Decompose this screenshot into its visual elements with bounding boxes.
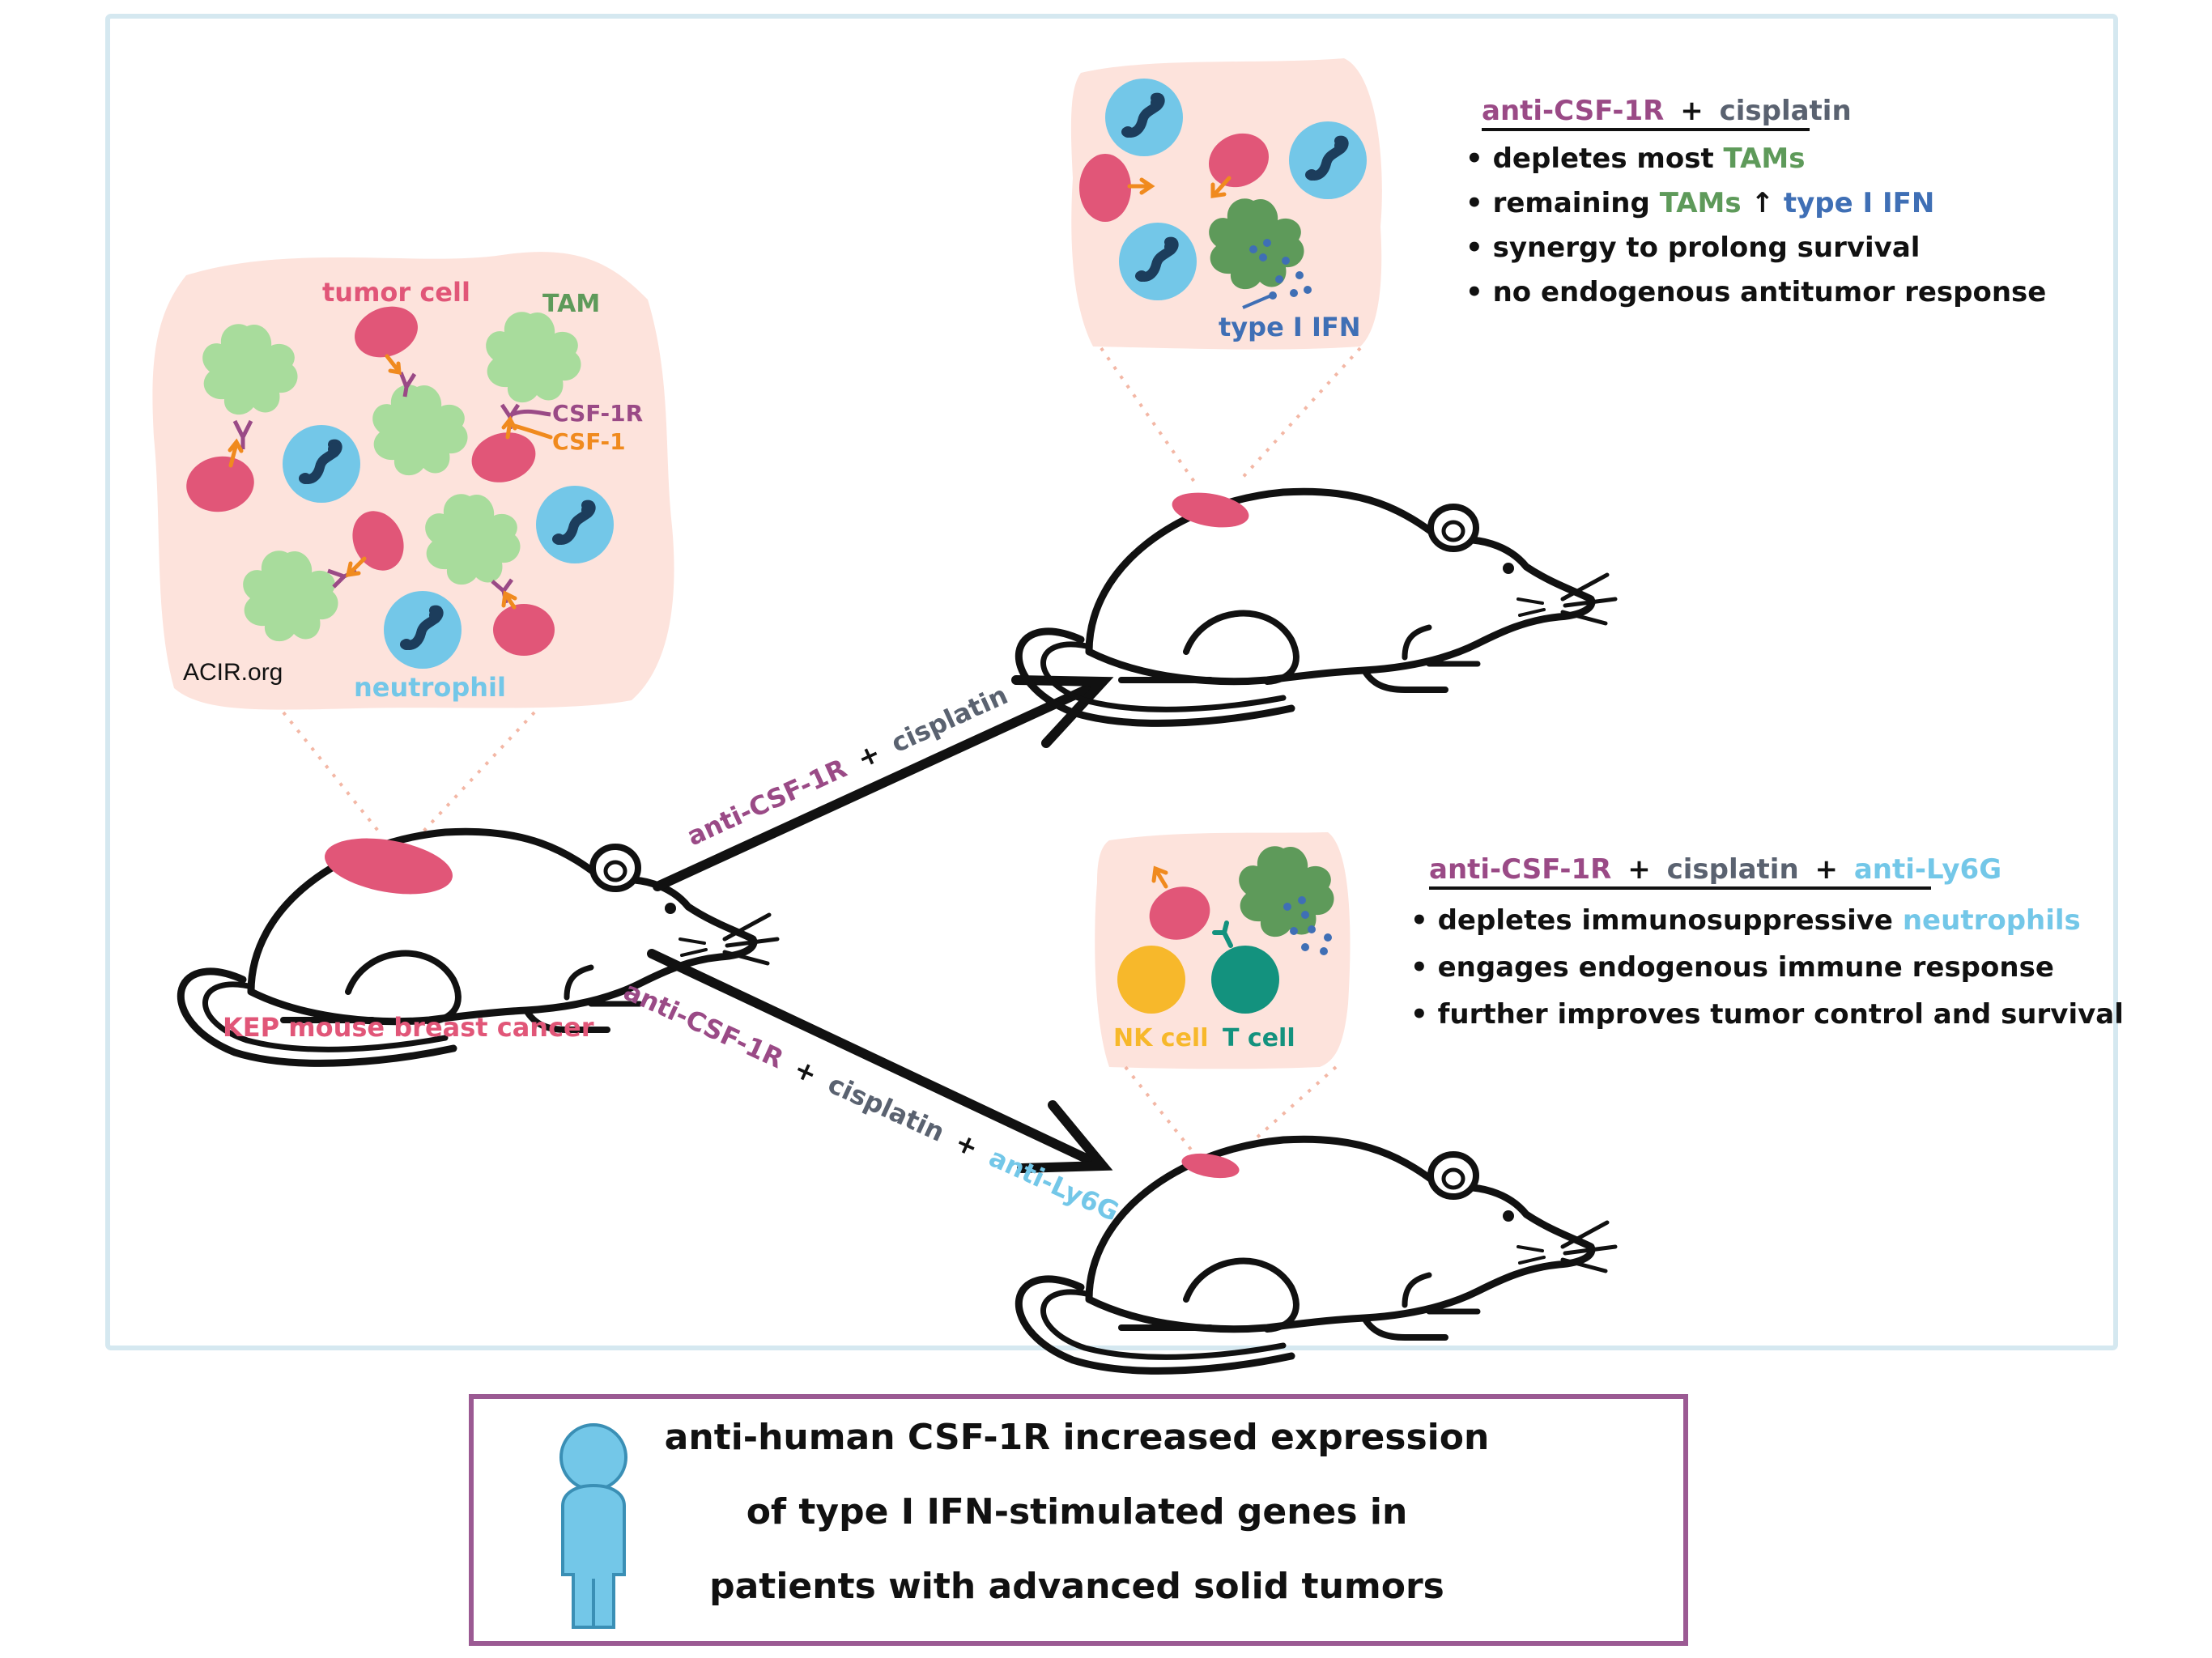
left-tumor-microenvironment: tumor cell TAM CSF-1R CSF-1 neutrophil A… bbox=[152, 252, 674, 835]
t-cell bbox=[1211, 946, 1279, 1014]
label-csf1r: CSF-1R bbox=[552, 400, 643, 427]
finding-line-1: anti-human CSF-1R increased expression bbox=[665, 1417, 1490, 1458]
watermark: ACIR.org bbox=[183, 659, 283, 686]
lower-mouse bbox=[1019, 1139, 1615, 1371]
upper-summary: anti-CSF-1R + cisplatin • depletes most … bbox=[1465, 95, 2046, 308]
lower-bullet-2: • engages endogenous immune response bbox=[1410, 951, 2054, 984]
label-tumor-cell: tumor cell bbox=[322, 277, 470, 308]
upper-mouse bbox=[1019, 487, 1615, 723]
upper-bullet-2: • remaining TAMs ↑ type I IFN bbox=[1465, 187, 1934, 219]
label-neutrophil: neutrophil bbox=[354, 672, 506, 703]
label-kep-mouse: KEP mouse breast cancer bbox=[223, 1012, 594, 1043]
label-tam: TAM bbox=[542, 290, 600, 318]
lower-bullet-1: • depletes immunosuppressive neutrophils bbox=[1410, 904, 2081, 937]
kep-mouse bbox=[181, 830, 777, 1064]
upper-bullet-4: • no endogenous antitumor response bbox=[1465, 276, 2046, 308]
upper-tumor-microenvironment: type I IFN bbox=[1070, 58, 1382, 483]
nk-cell bbox=[1117, 946, 1185, 1014]
arrow-upper bbox=[653, 675, 1114, 891]
upper-bullet-3: • synergy to prolong survival bbox=[1465, 232, 1920, 264]
lower-summary-title: anti-CSF-1R + cisplatin + anti-Ly6G bbox=[1429, 853, 2001, 886]
finding-line-3: patients with advanced solid tumors bbox=[709, 1566, 1444, 1607]
lower-bullet-3: • further improves tumor control and sur… bbox=[1410, 998, 2124, 1031]
label-nk-cell: NK cell bbox=[1113, 1024, 1209, 1052]
label-t-cell: T cell bbox=[1223, 1024, 1295, 1052]
finding-line-2: of type I IFN-stimulated genes in bbox=[747, 1491, 1408, 1533]
arrow-lower bbox=[647, 949, 1113, 1173]
person-icon bbox=[559, 1423, 627, 1629]
lower-summary: anti-CSF-1R + cisplatin + anti-Ly6G • de… bbox=[1410, 853, 2124, 1031]
upper-summary-title: anti-CSF-1R + cisplatin bbox=[1482, 95, 1852, 127]
upper-bullet-1: • depletes most TAMs bbox=[1465, 142, 1805, 175]
lower-tumor-microenvironment: NK cell T cell bbox=[1095, 832, 1351, 1155]
label-csf1: CSF-1 bbox=[552, 428, 626, 455]
human-findings-box: anti-human CSF-1R increased expression o… bbox=[469, 1394, 1688, 1646]
label-type-i-ifn: type I IFN bbox=[1219, 312, 1361, 342]
